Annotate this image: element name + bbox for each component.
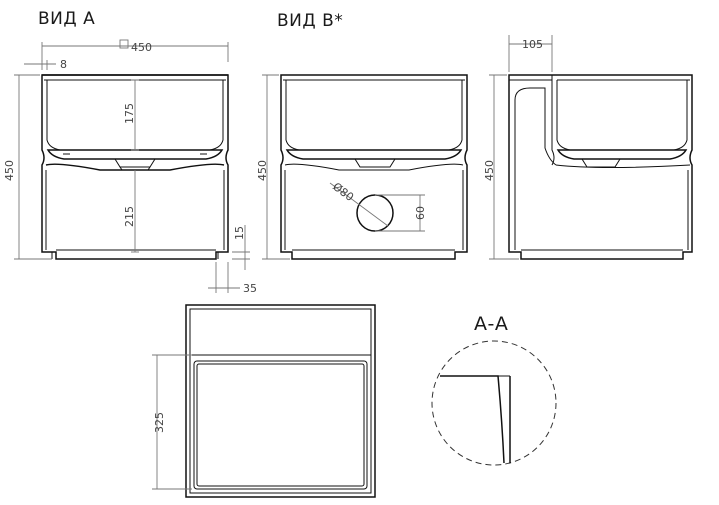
view-a-title: ВИД А — [38, 9, 96, 29]
section-detail-circle — [431, 340, 557, 466]
dim-b-hole-offset: 60 — [414, 206, 427, 220]
top-view-drawing: 325 — [152, 304, 376, 498]
dim-b-height: 450 — [256, 160, 269, 181]
view-b-outline — [280, 74, 468, 260]
dim-a-wall: 8 — [60, 58, 67, 71]
view-b-drawing: 450 Ø80 60 — [256, 74, 468, 260]
dim-a-width: 450 — [131, 41, 152, 54]
dim-a-upper: 175 — [123, 103, 136, 124]
dim-side-width: 105 — [522, 38, 543, 51]
view-a-outline — [41, 74, 229, 260]
dim-side-height: 450 — [483, 160, 496, 181]
dim-a-foot-height: 15 — [233, 226, 246, 240]
dim-a-foot-width: 35 — [243, 282, 257, 295]
dim-a-lower: 215 — [123, 206, 136, 227]
section-a-a-drawing — [431, 340, 557, 466]
view-b-title: ВИД В* — [277, 11, 344, 31]
top-view-outline — [185, 304, 376, 498]
view-a-drawing: 450 8 450 175 215 15 35 — [3, 39, 257, 295]
side-view-drawing: 105 450 — [483, 35, 693, 260]
dim-top-depth: 325 — [153, 412, 166, 433]
dim-a-height: 450 — [3, 160, 16, 181]
dim-b-hole-diameter: Ø80 — [330, 180, 356, 204]
section-a-a-title: А-А — [474, 313, 509, 335]
side-view-outline — [508, 74, 693, 260]
